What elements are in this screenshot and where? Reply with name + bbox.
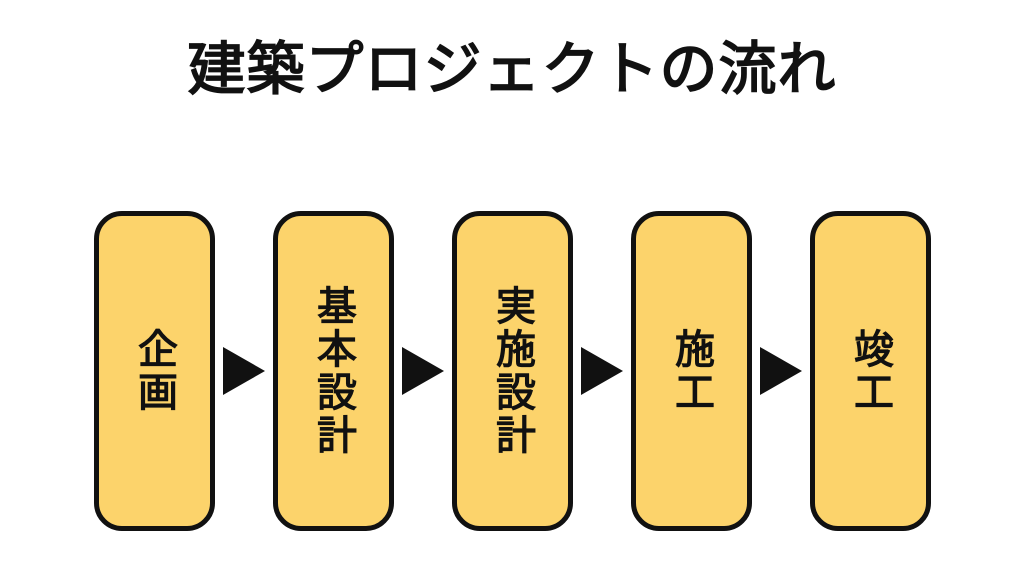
diagram-canvas: 建築プロジェクトの流れ 企画 基本設計 実施設計 施工 竣工: [0, 38, 1024, 577]
arrow-right-icon: [401, 347, 444, 395]
step-box-completion: 竣工: [809, 211, 931, 531]
process-flow: 企画 基本設計 実施設計 施工 竣工: [0, 211, 1024, 531]
step-box-planning: 企画: [93, 211, 215, 531]
step-label: 竣工: [848, 328, 892, 414]
diagram-title: 建築プロジェクトの流れ: [187, 37, 837, 102]
arrow-right-icon: [759, 347, 802, 395]
step-label: 基本設計: [311, 285, 355, 457]
step-box-basic-design: 基本設計: [272, 211, 394, 531]
step-box-working-design: 実施設計: [451, 211, 573, 531]
step-label: 企画: [132, 328, 176, 414]
step-box-construction: 施工: [630, 211, 752, 531]
arrow-right-icon: [222, 347, 265, 395]
step-label: 実施設計: [490, 285, 534, 457]
step-label: 施工: [669, 328, 713, 414]
arrow-right-icon: [580, 347, 623, 395]
